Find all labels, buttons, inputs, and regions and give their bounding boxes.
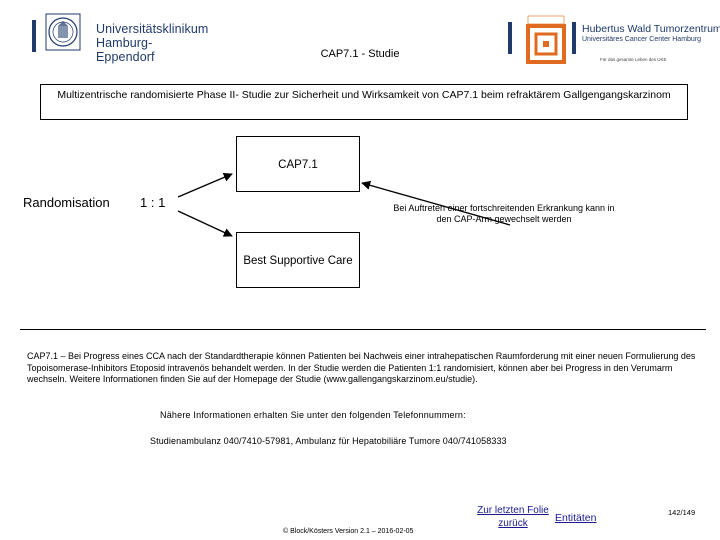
- hw-emblem-icon: [526, 15, 566, 64]
- slide-title: CAP7.1 - Studie: [320, 48, 400, 60]
- uke-logo-text: Universitätsklinikum Hamburg-Eppendorf: [96, 22, 208, 64]
- more-info-text: Nähere Informationen erhalten Sie unter …: [160, 410, 466, 420]
- hw-logo-bar-left: [508, 22, 512, 54]
- randomisation-label: Randomisation: [23, 195, 110, 210]
- hw-logo-bar-right: [572, 22, 576, 54]
- randomisation-ratio: 1 : 1: [140, 195, 166, 210]
- university-seal-icon: [45, 13, 81, 51]
- arm-bsc-box: Best Supportive Care: [236, 232, 360, 288]
- uke-logo-line2: Hamburg-Eppendorf: [96, 36, 155, 64]
- hubertus-wald-logo: Hubertus Wald Tumorzentrum Universitäres…: [508, 14, 720, 64]
- hw-logo-tagline: Für das gesamte Leben des UKE: [600, 57, 667, 62]
- trial-description-box: Multizentrische randomisierte Phase II- …: [40, 84, 688, 120]
- study-footnote: CAP7.1 – Bei Progress eines CCA nach der…: [27, 351, 696, 384]
- arm-cap71-label: CAP7.1: [278, 159, 318, 171]
- arrow-to-cap71: [177, 173, 233, 198]
- arm-bsc-label: Best Supportive Care: [243, 255, 353, 267]
- copyright-notice: © Block/Kösters Version 2.1 – 2016-02-05: [283, 528, 414, 535]
- crossover-note: Bei Auftreten einer fortschreitenden Erk…: [393, 203, 615, 224]
- arm-cap71-box: CAP7.1: [236, 136, 360, 192]
- arrow-crossover: [361, 180, 511, 226]
- section-divider: [20, 329, 706, 330]
- arrow-to-bsc: [177, 210, 233, 237]
- page-number: 142/149: [668, 508, 696, 517]
- uke-logo: Universitätsklinikum Hamburg-Eppendorf: [32, 12, 208, 64]
- contact-numbers: Studienambulanz 040/7410-57981, Ambulanz…: [150, 436, 507, 446]
- hw-logo-name: Hubertus Wald Tumorzentrum: [582, 23, 720, 35]
- uke-logo-line1: Universitätsklinikum: [96, 22, 209, 36]
- back-to-last-slide-link[interactable]: Zur letzten Folie zurück: [477, 505, 549, 529]
- hw-logo-subtitle: Universitäres Cancer Center Hamburg: [582, 36, 702, 43]
- entities-link[interactable]: Entitäten: [555, 512, 597, 524]
- uke-logo-bar: [32, 20, 36, 52]
